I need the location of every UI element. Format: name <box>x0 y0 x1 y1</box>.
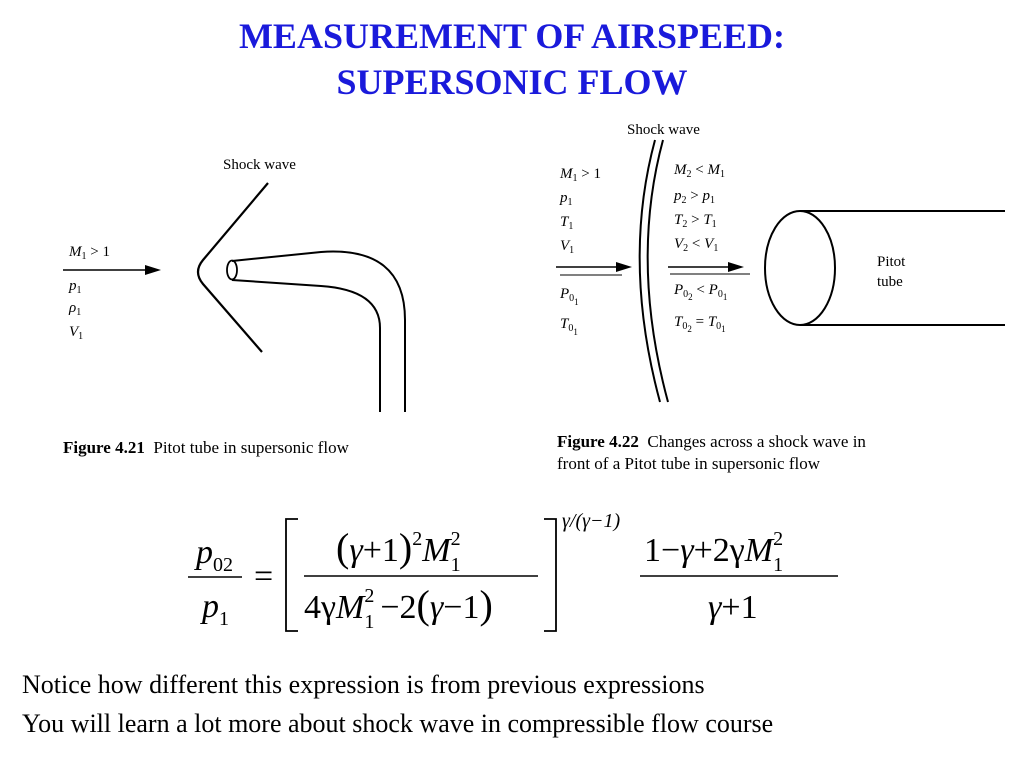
upstream-flow-arrowhead <box>616 262 632 272</box>
flow-arrowhead <box>145 265 161 275</box>
svg-text:P01: P01 <box>559 286 579 307</box>
pitot-label-tube: tube <box>877 274 903 290</box>
svg-text:T02 = T01: T02 = T01 <box>674 314 726 334</box>
pitot-tube-face <box>764 210 836 326</box>
svg-text:p1: p1 <box>559 190 573 208</box>
right-bracket <box>544 518 557 632</box>
figure-number: Figure 4.21 <box>63 438 145 457</box>
upstream-pressure: p1 <box>68 278 82 296</box>
pitot-tube-outline <box>231 250 406 412</box>
pitot-tube-mouth <box>226 259 238 281</box>
svg-text:V2 < V1: V2 < V1 <box>674 236 718 254</box>
left-bracket <box>285 518 298 632</box>
lhs-denominator: p1 <box>200 588 229 630</box>
downstream-flow-arrowhead <box>728 262 744 272</box>
svg-text:M1 > 1: M1 > 1 <box>559 166 601 184</box>
figure-4-22-diagram: Shock wave M1 > 1 p1 T1 V1 P01 T01 M2 < … <box>556 122 1005 403</box>
figure-caption-line-2: front of a Pitot tube in supersonic flow <box>557 454 820 473</box>
svg-text:T01: T01 <box>560 316 578 337</box>
downstream-properties: M2 < M1 p2 > p1 T2 > T1 V2 < V1 P02 < P0… <box>673 162 727 334</box>
shock-wave-label: Shock wave <box>627 122 700 138</box>
slide-title-line-2: SUPERSONIC FLOW <box>336 62 688 102</box>
upstream-velocity: V1 <box>69 324 83 342</box>
note-line-2: You will learn a lot more about shock wa… <box>22 709 774 738</box>
figure-number: Figure 4.22 <box>557 432 639 451</box>
normal-shock-wave-back <box>646 139 669 403</box>
svg-text:p2 > p1: p2 > p1 <box>673 188 715 206</box>
bow-shock-wave <box>196 182 269 353</box>
svg-text:T2 > T1: T2 > T1 <box>674 212 717 230</box>
pitot-label: Pitot <box>877 254 906 270</box>
lhs-numerator: p02 <box>194 534 233 576</box>
normal-shock-wave <box>638 139 661 403</box>
svg-text:P02 < P01: P02 < P01 <box>673 282 727 302</box>
upstream-properties: M1 > 1 p1 T1 V1 P01 T01 <box>559 166 601 337</box>
note-line-1: Notice how different this expression is … <box>22 670 705 699</box>
upstream-density: ρ1 <box>68 300 81 318</box>
figure-4-21-diagram: Shock wave M1 > 1 p1 ρ1 V1 <box>63 157 406 412</box>
shock-wave-label: Shock wave <box>223 157 296 173</box>
slide-title-line-1: MEASUREMENT OF AIRSPEED: <box>238 16 786 56</box>
figure-4-21-caption: Figure 4.21 Pitot tube in supersonic flo… <box>63 437 349 459</box>
equals-sign: = <box>254 558 273 595</box>
svg-text:M2 < M1: M2 < M1 <box>673 162 725 180</box>
figure-caption-text: Pitot tube in supersonic flow <box>153 438 349 457</box>
upstream-mach: M1 > 1 <box>68 244 110 262</box>
right-denominator: γ+1 <box>708 589 758 626</box>
figure-caption-line-1: Changes across a shock wave in <box>647 432 866 451</box>
svg-text:T1: T1 <box>560 214 573 232</box>
svg-text:V1: V1 <box>560 238 574 256</box>
figure-4-22-caption: Figure 4.22 Changes across a shock wave … <box>557 431 866 475</box>
exponent: γ/(γ−1) <box>562 510 620 532</box>
